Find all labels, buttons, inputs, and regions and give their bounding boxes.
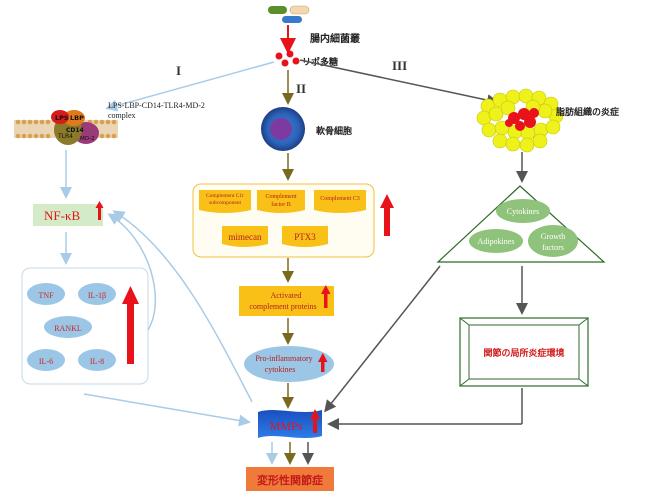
md2-tag: MD-2	[80, 136, 94, 142]
arrow-pathway-three	[299, 59, 499, 106]
growth-factors-line2: factors	[542, 243, 564, 252]
cytokines-ellipse	[496, 199, 550, 223]
ptx3-label: PTX3	[294, 232, 316, 242]
rankl-label: RANKL	[54, 324, 82, 333]
mmps-banner: MMPs	[258, 409, 322, 438]
up-arrow-icon	[95, 201, 104, 220]
activated-line1: Activated	[270, 291, 301, 300]
mimecan-flag	[222, 226, 268, 247]
tnf-ellipse	[27, 283, 65, 305]
tlr4-tag: TLR4	[57, 133, 73, 140]
joint-env-label: 関節の局所炎症環境	[483, 347, 564, 359]
complex-label-line1: LPS-LBP-CD14-TLR4-MD-2	[108, 101, 205, 110]
c3-label: Complement C3	[320, 196, 360, 202]
tnf-label: TNF	[38, 291, 54, 300]
arrow-cytokines-to-mmps	[83, 393, 251, 427]
c3-flag	[314, 190, 366, 213]
oa-label: 変形性関節症	[257, 473, 323, 487]
lbp-tag: LBP	[70, 114, 84, 122]
rankl-ellipse	[44, 316, 92, 338]
mimecan-label: mimecan	[229, 232, 262, 242]
factor-b-label-line2: factor B	[271, 201, 291, 208]
il8-ellipse	[78, 349, 116, 371]
il1b-label: IL-1β	[88, 291, 106, 300]
chondrocyte-icon	[261, 107, 305, 151]
cytokines-factor-label: Cytokines	[507, 207, 539, 216]
il6-ellipse	[27, 349, 65, 371]
factor-b-label-line1: Complement	[266, 194, 297, 200]
bacteria-icon	[268, 5, 310, 23]
up-arrow-icon	[310, 409, 320, 433]
pathway-two-label: II	[296, 81, 306, 96]
activated-complement-box: Activated complement proteins	[239, 285, 334, 316]
chondrocyte-label: 軟骨細胞	[316, 125, 352, 137]
lps-tag: LPS	[55, 114, 69, 122]
cytokines-panel: TNF IL-1β RANKL IL-6 IL-8	[21, 267, 149, 385]
arrow-factors-to-mmps	[324, 265, 441, 413]
factor-b-flag	[257, 190, 305, 213]
growth-factors-line1: Growth	[541, 232, 565, 241]
c1r-label-line2: subcomponent	[209, 200, 242, 206]
il1b-ellipse	[78, 283, 116, 305]
arrow-pathway-one	[105, 61, 275, 112]
arrow-proinflammatory-to-nfkb	[112, 210, 253, 403]
c1r-flag	[199, 190, 251, 213]
pathway-three-label: III	[392, 58, 407, 73]
lps-dots-icon	[275, 50, 300, 67]
pathway-one-label: I	[176, 63, 181, 78]
proinflammatory-line1: Pro-inflammatory	[255, 354, 312, 363]
growth-factors-ellipse	[528, 225, 578, 257]
proinflammatory-line2: cytokines	[265, 365, 296, 374]
cd14-tag: CD14	[66, 127, 84, 134]
adipokines-label: Adipokines	[478, 237, 515, 246]
bacteria-label: 腸内細菌叢	[310, 32, 361, 45]
activated-line2: complement proteins	[249, 302, 316, 311]
proinflammatory-ellipse: Pro-inflammatory cytokines	[244, 346, 334, 382]
il6-label: IL-6	[39, 357, 53, 366]
receptor-complex-icon: LPS LBP CD14 TLR4 MD-2	[14, 110, 118, 145]
il8-label: IL-8	[90, 357, 104, 366]
arrow-cytokines-feedback	[107, 213, 156, 331]
complex-label-line2: complex	[108, 111, 136, 120]
up-arrow-icon	[321, 285, 331, 308]
up-arrow-icon	[380, 194, 394, 236]
joint-environment-box: 関節の局所炎症環境	[459, 317, 589, 387]
complement-panel: Complement C1r subcomponent Complement f…	[192, 183, 375, 258]
up-arrow-icon	[122, 286, 139, 364]
adipose-label: 脂肪組織の炎症	[555, 106, 619, 118]
ptx3-flag	[282, 226, 328, 247]
lps-label: リポ多糖	[302, 56, 338, 68]
up-arrow-icon	[318, 353, 328, 372]
adipokines-ellipse	[469, 229, 523, 253]
nfkb-box: NF-κB	[33, 201, 104, 226]
nfkb-label: NF-κB	[44, 208, 80, 223]
adipose-tissue-icon	[476, 88, 564, 153]
mmps-label: MMPs	[270, 419, 303, 433]
c1r-label-line1: Complement C1r	[206, 193, 244, 199]
oa-box: 変形性関節症	[246, 467, 334, 491]
adipose-factors-triangle: Cytokines Adipokines Growth factors	[436, 185, 606, 263]
